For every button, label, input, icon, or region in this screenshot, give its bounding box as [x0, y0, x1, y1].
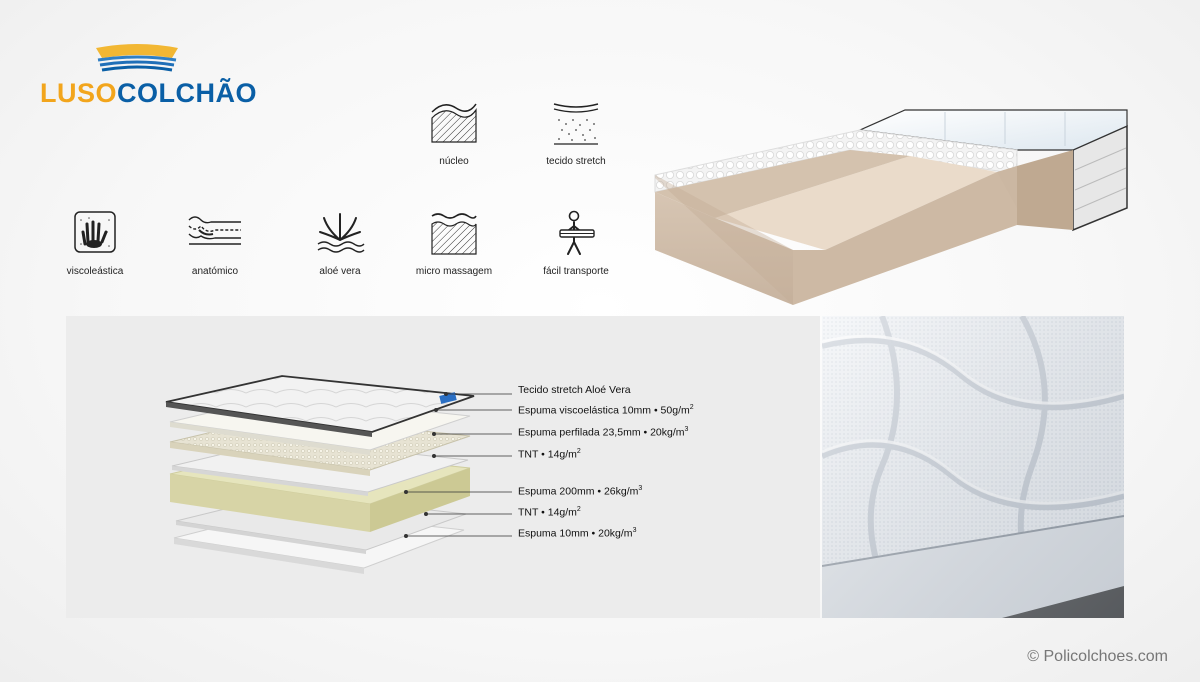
brand-logo: LUSOCOLCHÃO: [40, 42, 257, 112]
feature-micro-massagem: micro massagem: [399, 210, 509, 277]
feature-label: aloé vera: [319, 266, 361, 277]
feature-aloe-vera: aloé vera: [285, 210, 395, 277]
feature-label: anatómico: [191, 266, 239, 277]
person-carrying-icon: [559, 210, 595, 255]
feature-tecido-stretch: tecido stretch: [521, 100, 631, 167]
stretch-fabric-icon: [553, 103, 599, 145]
brand-name-part1: LUSO: [40, 78, 118, 108]
feature-label: fácil transporte: [543, 266, 609, 277]
hand-print-icon: [74, 211, 116, 253]
feature-label: micro massagem: [415, 266, 493, 277]
layer-label-espuma-10mm: Espuma 10mm • 20kg/m3: [518, 527, 637, 540]
copyright-notice: © Policolchoes.com: [1027, 648, 1168, 665]
layer-label-espuma-perfilada: Espuma perfilada 23,5mm • 20kg/m3: [518, 426, 689, 439]
fabric-closeup-photo: [822, 316, 1124, 618]
mattress-cutaway-illustration: [645, 100, 1135, 305]
layer-label-tnt-upper: TNT • 14g/m2: [518, 448, 581, 461]
layers-exploded-diagram: [165, 375, 512, 574]
layer-label-espuma-200mm: Espuma 200mm • 26kg/m3: [518, 485, 643, 498]
aloe-plant-icon: [317, 213, 365, 253]
feature-label: núcleo: [439, 156, 469, 167]
feature-anatomico: anatómico: [160, 210, 270, 277]
feature-label: tecido stretch: [546, 156, 606, 167]
layer-label-espuma-viscoelastica: Espuma viscoelástica 10mm • 50g/m2: [518, 404, 694, 417]
layer-label-tecido-stretch: Tecido stretch Aloé Vera: [518, 384, 631, 396]
feature-facil-transporte: fácil transporte: [521, 210, 631, 277]
layer-leader-lines: [403, 392, 512, 538]
logo-mattress-icon: [96, 44, 178, 72]
nucleo-icon: [431, 103, 477, 143]
body-contour-icon: [188, 216, 241, 245]
brand-name: LUSOCOLCHÃO: [40, 78, 257, 109]
feature-label: viscoleástica: [66, 266, 124, 277]
layer-label-tnt-lower: TNT • 14g/m2: [518, 506, 581, 519]
wave-massage-icon: [431, 213, 477, 255]
feature-nucleo: núcleo: [399, 100, 509, 167]
brand-name-part2: COLCHÃO: [117, 78, 258, 108]
layer-tecido-stretch: [165, 375, 475, 437]
layers-exploded-panel: Tecido stretch Aloé Vera Espuma viscoelá…: [66, 316, 820, 618]
feature-viscoelastica: viscoleástica: [40, 210, 150, 277]
